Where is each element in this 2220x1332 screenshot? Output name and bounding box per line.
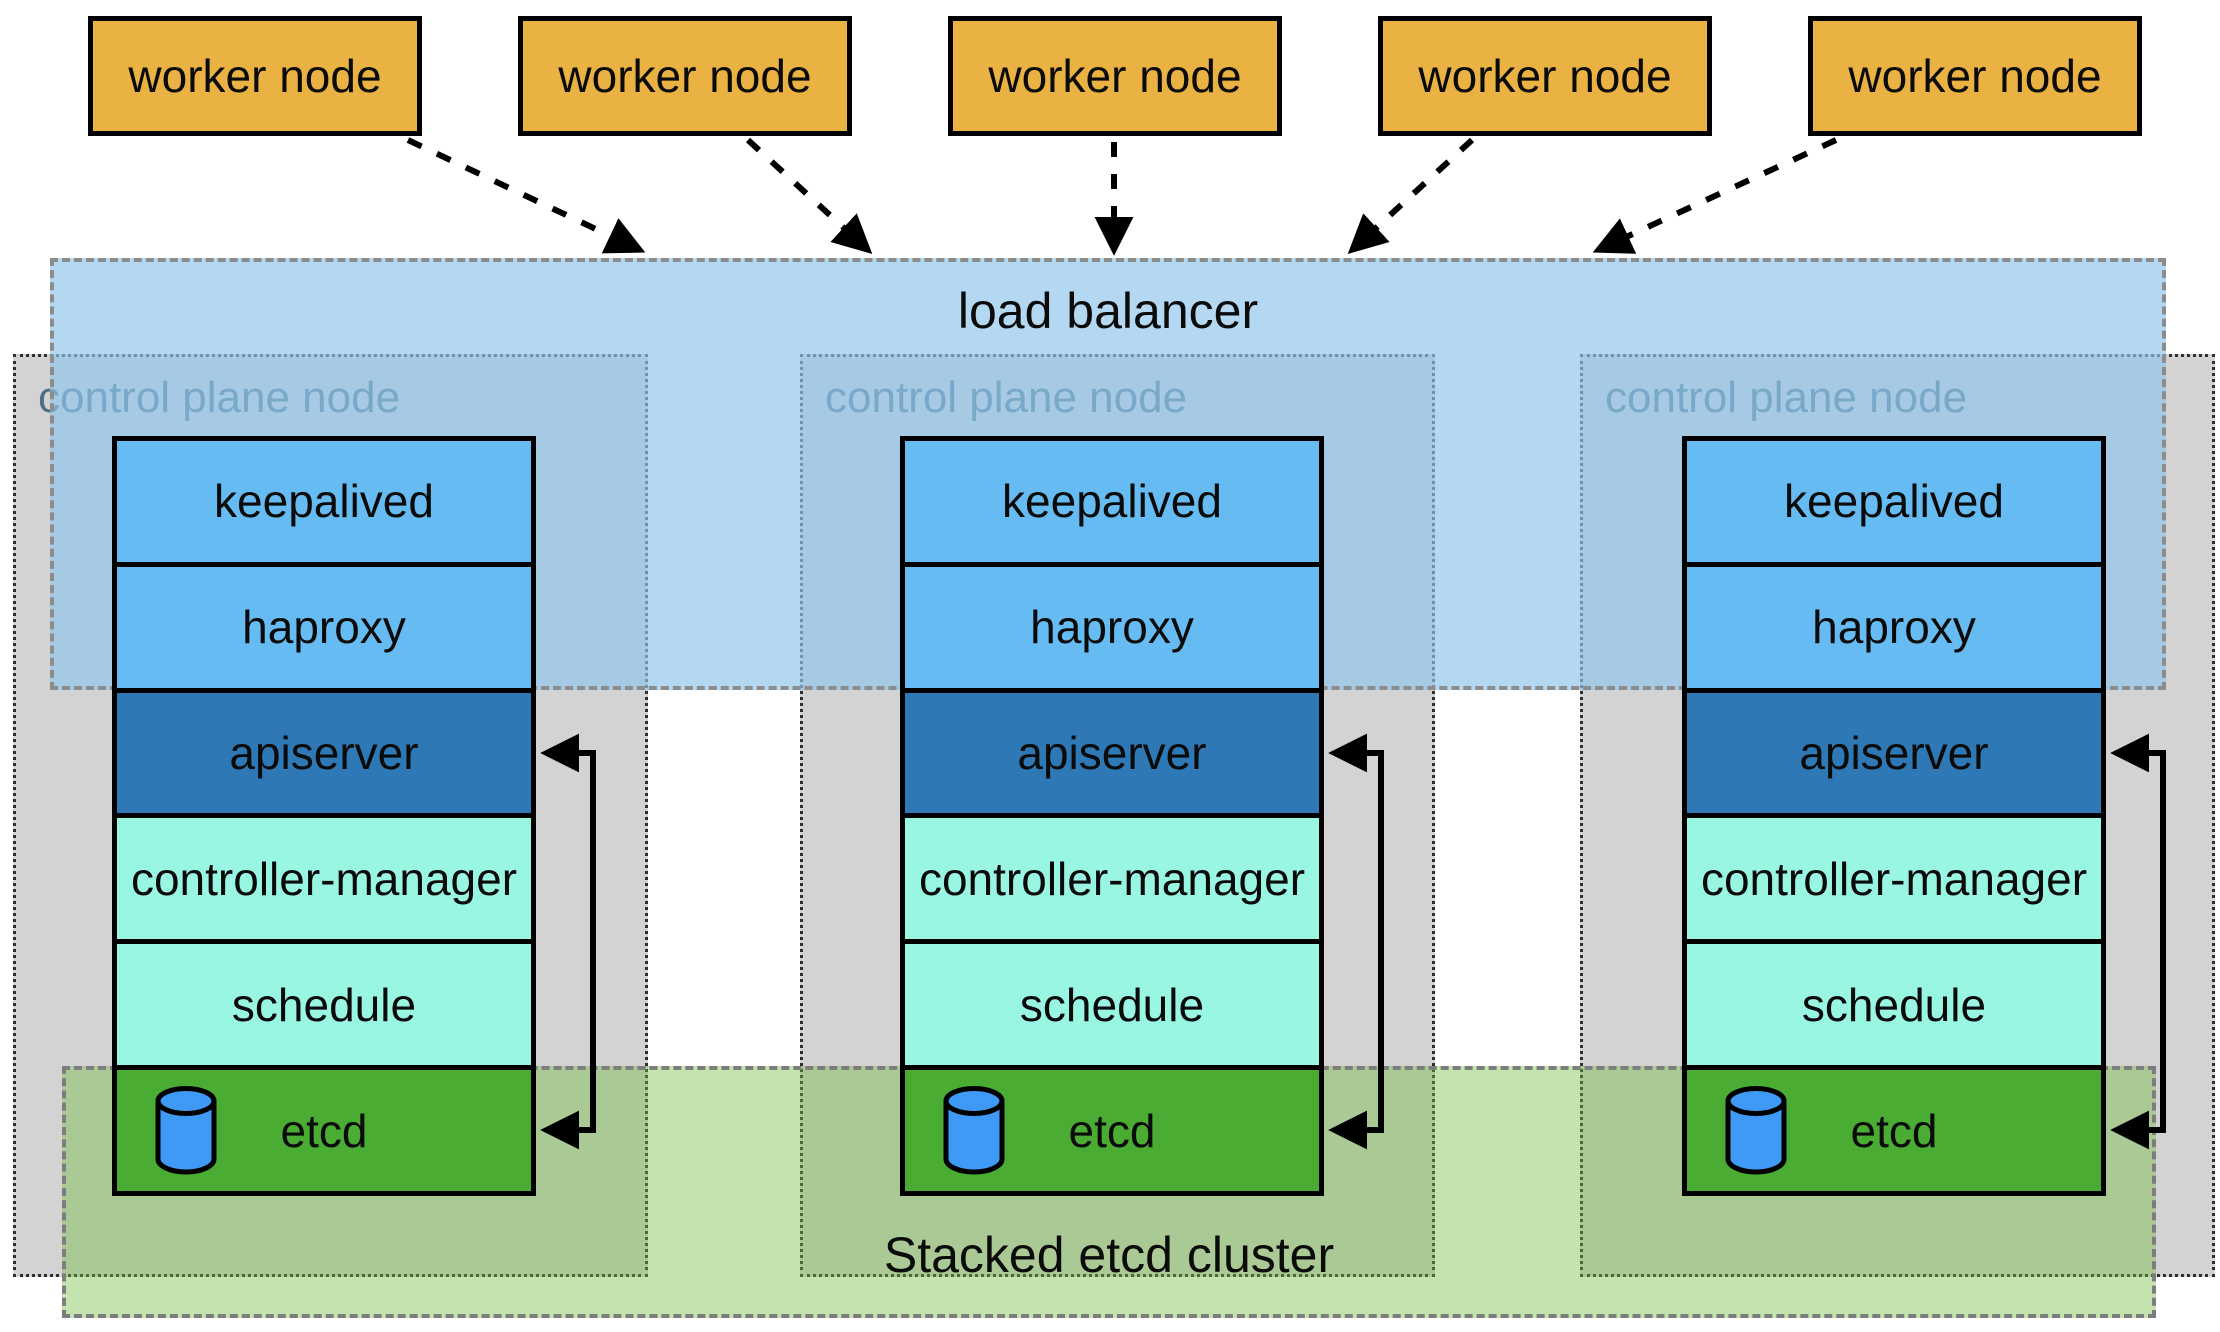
component-label: schedule [1019,978,1205,1031]
component-label: controller-manager [130,852,518,905]
worker-arrow-2 [745,137,873,254]
component-label: schedule [1801,978,1987,1031]
worker-node-label: worker node [1848,50,2102,102]
worker-node-label: worker node [1418,50,1672,102]
component-label: haproxy [1812,601,1976,654]
component-label: haproxy [1030,601,1194,654]
stack-row-etcd: etcd [1687,1065,2101,1191]
stack-row-keepalived: keepalived [905,441,1319,562]
stack-row-schedule: schedule [905,939,1319,1066]
worker-node-4: worker node [1378,16,1712,136]
component-label: etcd [280,1104,368,1157]
stack-row-keepalived: keepalived [1687,441,2101,562]
component-stack-2: keepalived haproxy apiserver controller-… [900,436,1324,1196]
stack-row-schedule: schedule [1687,939,2101,1066]
worker-arrow-5 [1592,137,1838,254]
stack-row-schedule: schedule [117,939,531,1066]
stack-row-controller-manager: controller-manager [905,813,1319,940]
database-icon [943,1085,1005,1175]
component-label: keepalived [1784,475,2004,528]
worker-node-label: worker node [128,50,382,102]
worker-node-label: worker node [988,50,1242,102]
worker-arrow-4 [1347,137,1475,254]
stack-row-haproxy: haproxy [117,561,531,688]
component-stack-1: keepalived haproxy apiserver controller-… [112,436,536,1196]
component-label: apiserver [1017,727,1207,780]
component-label: keepalived [1002,475,1222,528]
stack-row-haproxy: haproxy [905,561,1319,688]
stack-row-controller-manager: controller-manager [117,813,531,940]
worker-node-5: worker node [1808,16,2142,136]
worker-node-1: worker node [88,16,422,136]
database-icon [155,1085,217,1175]
worker-node-3: worker node [948,16,1282,136]
stack-row-etcd: etcd [117,1065,531,1191]
stack-row-haproxy: haproxy [1687,561,2101,688]
component-label: controller-manager [918,852,1306,905]
stack-row-keepalived: keepalived [117,441,531,562]
stack-row-controller-manager: controller-manager [1687,813,2101,940]
component-label: etcd [1850,1104,1938,1157]
stacked-etcd-cluster-label: Stacked etcd cluster [883,1227,1335,1283]
load-balancer-label: load balancer [957,283,1259,339]
component-label: schedule [231,978,417,1031]
worker-arrow-1 [406,137,646,254]
stack-row-apiserver: apiserver [117,687,531,814]
worker-node-label: worker node [558,50,812,102]
stack-row-apiserver: apiserver [905,687,1319,814]
component-label: apiserver [229,727,419,780]
component-label: haproxy [242,601,406,654]
worker-node-2: worker node [518,16,852,136]
component-label: apiserver [1799,727,1989,780]
database-icon [1725,1085,1787,1175]
component-stack-3: keepalived haproxy apiserver controller-… [1682,436,2106,1196]
component-label: controller-manager [1700,852,2088,905]
stack-row-apiserver: apiserver [1687,687,2101,814]
stack-row-etcd: etcd [905,1065,1319,1191]
component-label: etcd [1068,1104,1156,1157]
component-label: keepalived [214,475,434,528]
